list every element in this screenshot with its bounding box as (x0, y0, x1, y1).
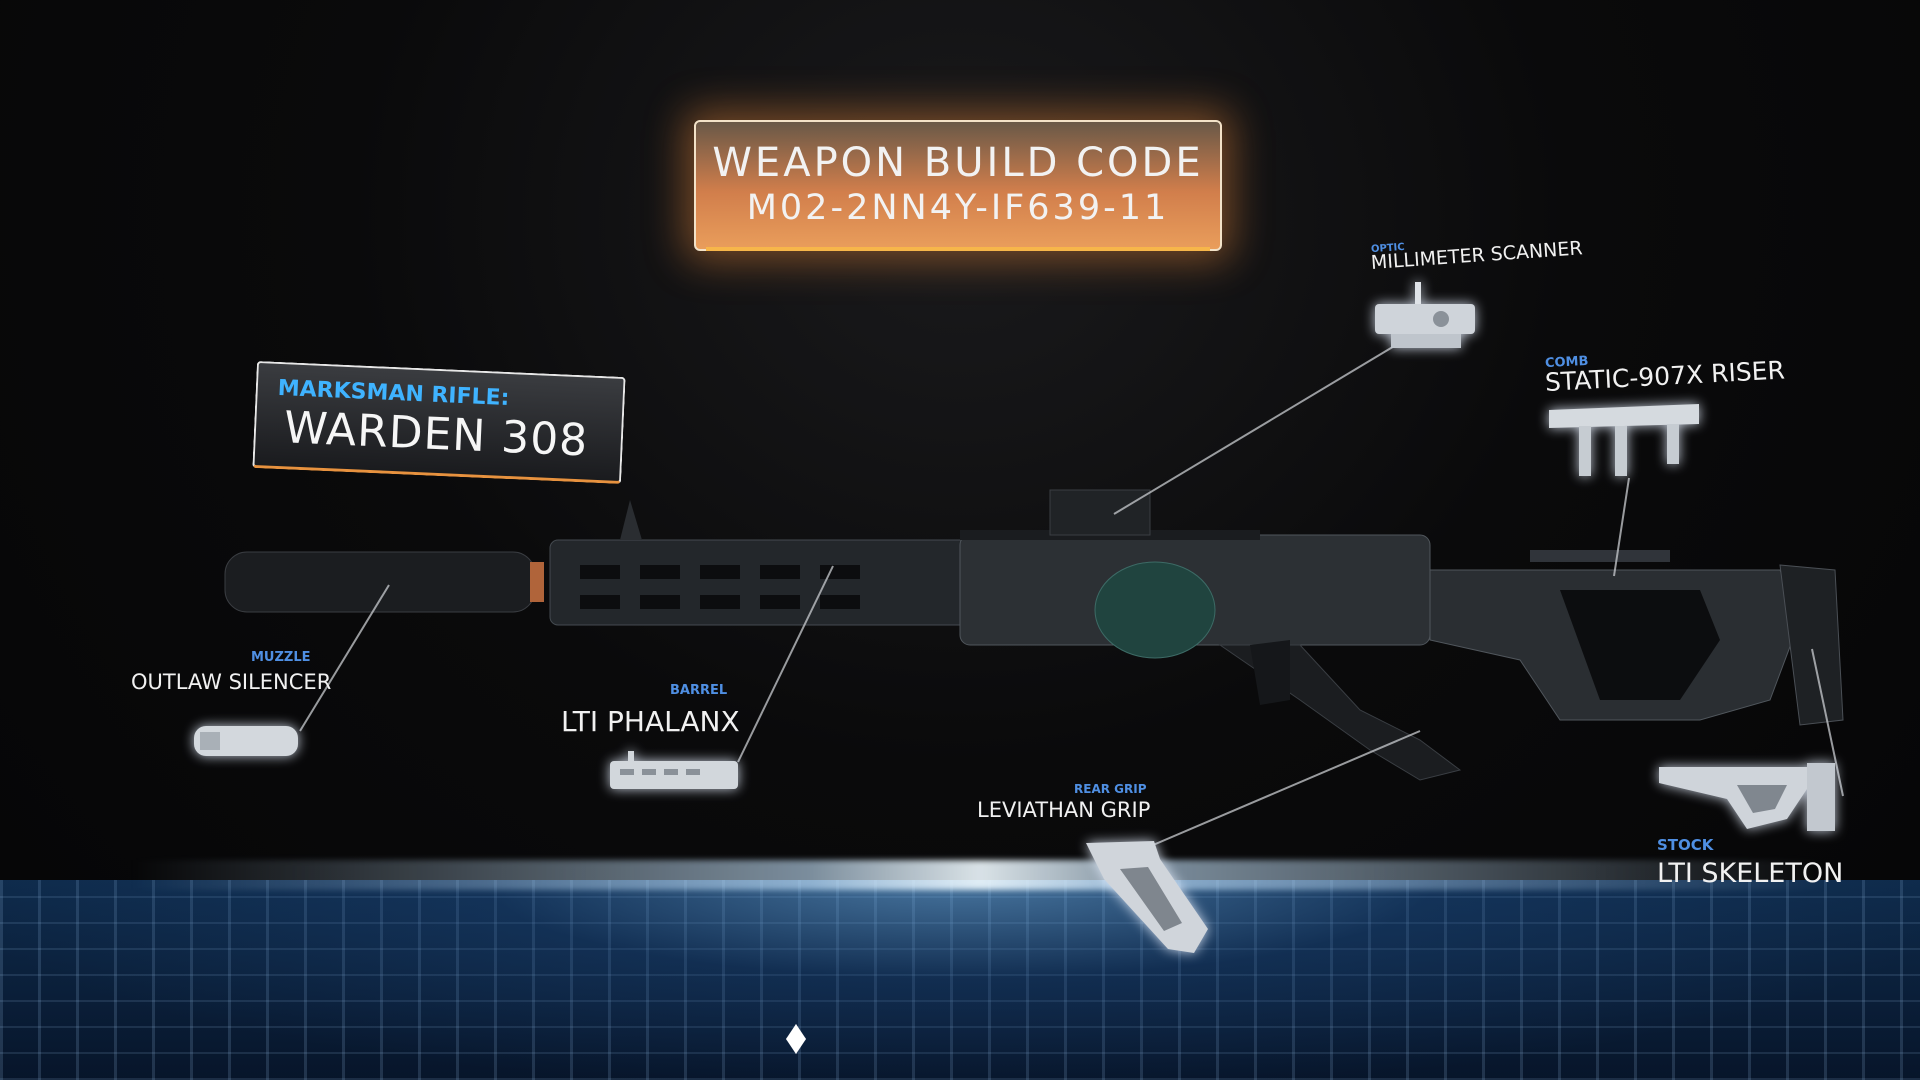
page-indicator-diamond-icon[interactable] (786, 1024, 806, 1054)
barrel-category: BARREL (670, 683, 728, 698)
grip-leader-line (1138, 730, 1421, 852)
build-code-title: WEAPON BUILD CODE (712, 140, 1204, 186)
rear-grip-name[interactable]: LEVIATHAN GRIP (977, 798, 1151, 822)
stock-name[interactable]: LTI SKELETON (1657, 858, 1844, 889)
stock-category: STOCK (1657, 836, 1714, 854)
stock-leader-line (1811, 648, 1844, 797)
optic-attachment-icon[interactable] (1371, 282, 1481, 352)
muzzle-leader-line (299, 584, 390, 732)
rear-grip-attachment-icon[interactable] (1084, 839, 1214, 957)
weapon-build-code-panel: WEAPON BUILD CODE M02-2NN4Y-IF639-11 (694, 120, 1222, 251)
barrel-name[interactable]: LTI PHALANX (561, 705, 740, 738)
barrel-leader-line (737, 565, 834, 763)
muzzle-category: MUZZLE (251, 650, 311, 665)
barrel-attachment-icon[interactable] (606, 749, 742, 797)
build-code-value: M02-2NN4Y-IF639-11 (746, 188, 1170, 228)
display-floor (0, 880, 1920, 1080)
stock-attachment-icon[interactable] (1657, 759, 1845, 835)
optic-leader-line (1113, 344, 1397, 515)
rear-grip-category: REAR GRIP (1074, 782, 1147, 796)
rifle-icon (224, 489, 1844, 781)
muzzle-name[interactable]: OUTLAW SILENCER (131, 670, 332, 694)
comb-attachment-icon[interactable] (1549, 404, 1704, 480)
comb-leader-line (1613, 477, 1630, 577)
muzzle-attachment-icon[interactable] (190, 722, 302, 762)
floor-light-strip (130, 860, 1830, 890)
